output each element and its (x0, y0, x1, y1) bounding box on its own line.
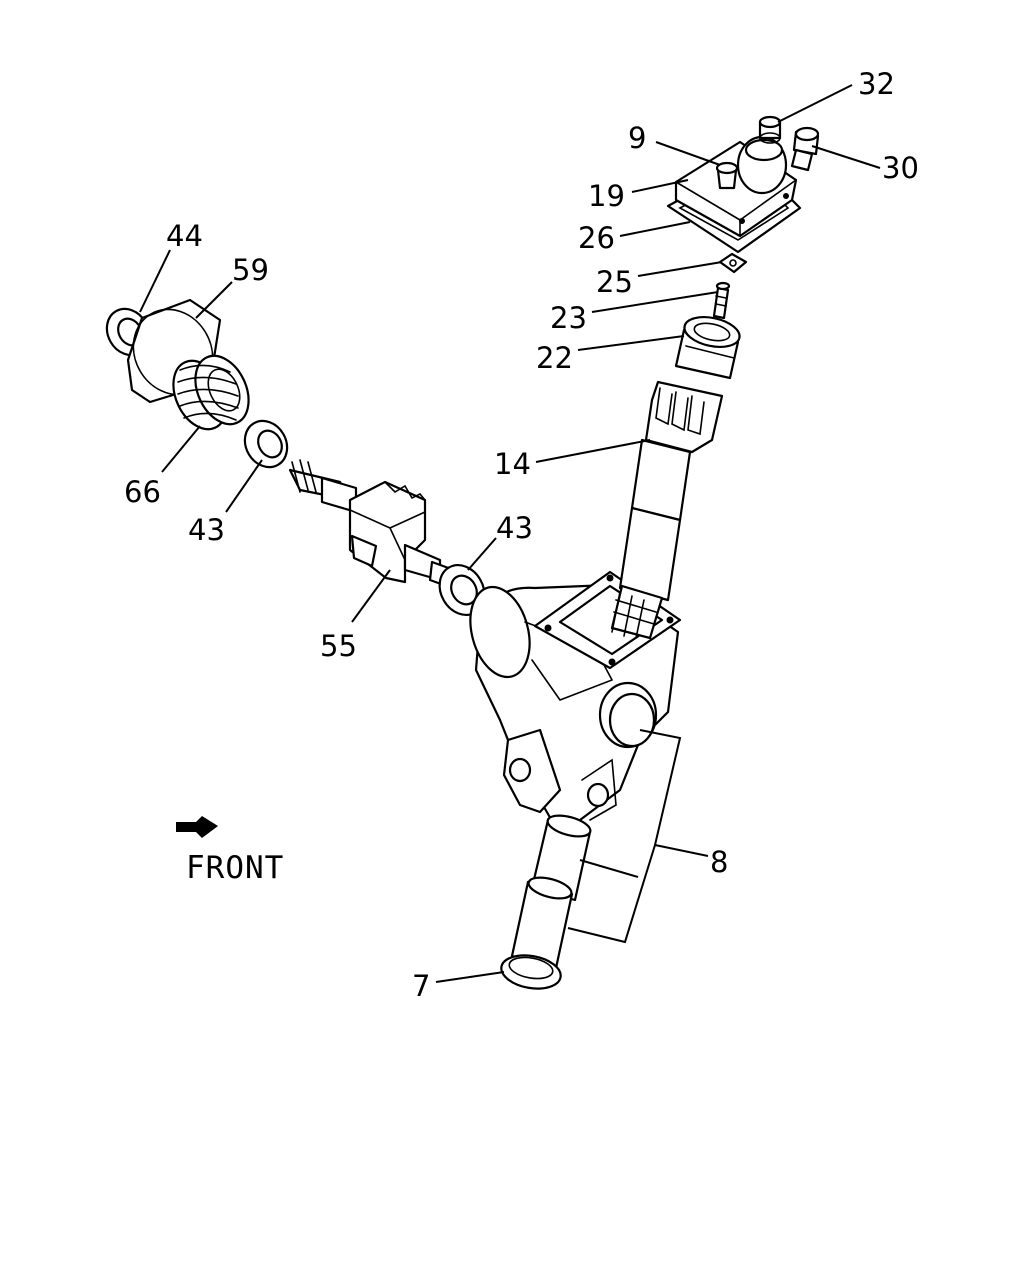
callout-30: 30 (882, 151, 919, 185)
part-7-seal-ring (500, 954, 562, 990)
callout-labels: 32 9 30 19 26 25 23 22 14 44 59 66 43 43… (124, 67, 919, 1003)
callout-9: 9 (628, 121, 646, 155)
part-32-lock-nut (758, 115, 782, 144)
leader-lines (139, 84, 881, 983)
part-30-plug (790, 126, 820, 172)
part-23-adjusting-screw (712, 281, 731, 320)
callout-22: 22 (536, 341, 573, 375)
part-43-bearing-left (243, 419, 289, 469)
callout-23: 23 (550, 301, 587, 335)
part-55-sector-shaft (288, 459, 456, 590)
callout-26: 26 (578, 221, 615, 255)
front-label: FRONT (186, 850, 284, 886)
part-66-adjusting-nut (172, 354, 250, 431)
callout-66: 66 (124, 475, 161, 509)
part-14-worm-shaft (610, 380, 724, 640)
callout-7: 7 (412, 969, 430, 1003)
part-25-gasket (718, 252, 748, 274)
part-8-bracket-lines (567, 729, 709, 944)
callout-14: 14 (494, 447, 531, 481)
callout-32: 32 (858, 67, 895, 101)
callout-25: 25 (596, 265, 633, 299)
part-9-bolt (715, 161, 739, 190)
part-19-top-cover (674, 135, 798, 238)
callout-43-left: 43 (188, 513, 225, 547)
callout-43-right: 43 (496, 511, 533, 545)
part-22-bearing (674, 316, 741, 380)
front-direction-indicator: FRONT (176, 816, 284, 886)
callout-19: 19 (588, 179, 625, 213)
callout-55: 55 (320, 629, 357, 663)
callout-44: 44 (166, 219, 203, 253)
callout-59: 59 (232, 253, 269, 287)
front-arrow-icon (176, 816, 218, 838)
callout-8: 8 (710, 845, 728, 879)
